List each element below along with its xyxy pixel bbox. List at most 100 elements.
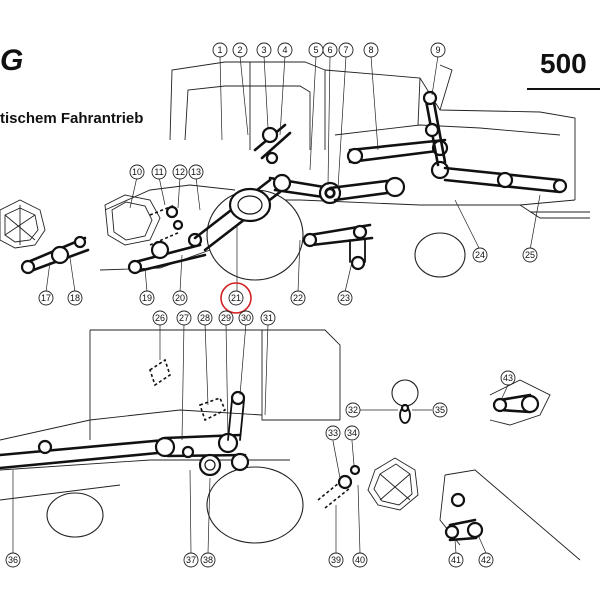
callout-35: 35 xyxy=(432,402,448,418)
callout-number: 30 xyxy=(241,313,251,323)
callout-bubble xyxy=(290,290,306,306)
callout-bubble xyxy=(200,552,216,568)
callout-number: 37 xyxy=(186,555,196,565)
callout-bubble xyxy=(172,290,188,306)
callout-bubble xyxy=(152,310,168,326)
callout-1: 1 xyxy=(212,42,228,58)
detail-43 xyxy=(489,379,551,426)
bottom-wheels xyxy=(46,466,304,544)
callout-number: 23 xyxy=(340,293,350,303)
callout-number: 22 xyxy=(293,293,303,303)
callout-21: 21 xyxy=(228,290,244,306)
page-caption: tischem Fahrantrieb xyxy=(0,110,144,127)
top-leaders xyxy=(45,55,541,293)
callout-4: 4 xyxy=(277,42,293,58)
callout-number: 9 xyxy=(435,45,440,55)
callout-7: 7 xyxy=(338,42,354,58)
detail-reel-39-40 xyxy=(317,440,419,554)
callout-19: 19 xyxy=(139,290,155,306)
callout-26: 26 xyxy=(152,310,168,326)
callout-39: 39 xyxy=(328,552,344,568)
callout-bubble xyxy=(432,402,448,418)
highlight-circle xyxy=(220,282,252,314)
callout-number: 40 xyxy=(355,555,365,565)
callout-12: 12 xyxy=(172,164,188,180)
callout-bubble xyxy=(139,290,155,306)
callout-bubble xyxy=(328,552,344,568)
callout-bubble xyxy=(337,290,353,306)
callout-bubble xyxy=(338,42,354,58)
callout-number: 21 xyxy=(231,293,241,303)
callout-bubble xyxy=(5,552,21,568)
callout-bubble xyxy=(129,164,145,180)
callout-number: 11 xyxy=(154,167,163,177)
callout-13: 13 xyxy=(188,164,204,180)
callout-number: 5 xyxy=(313,45,318,55)
brand-mark: G xyxy=(0,44,24,77)
callout-number: 38 xyxy=(203,555,213,565)
callout-bubble xyxy=(151,164,167,180)
callout-number: 25 xyxy=(525,250,535,260)
callout-bubble xyxy=(197,310,213,326)
callout-20: 20 xyxy=(172,290,188,306)
callout-number: 28 xyxy=(200,313,210,323)
callout-bubble xyxy=(256,42,272,58)
callout-bubble xyxy=(430,42,446,58)
callout-28: 28 xyxy=(197,310,213,326)
callout-bubble xyxy=(478,552,494,568)
callout-5: 5 xyxy=(308,42,324,58)
callout-41: 41 xyxy=(448,552,464,568)
callout-number: 2 xyxy=(237,45,242,55)
top-belts xyxy=(20,90,568,275)
callout-number: 31 xyxy=(263,313,273,323)
callout-bubble xyxy=(228,290,244,306)
callout-number: 20 xyxy=(175,293,185,303)
callout-18: 18 xyxy=(67,290,83,306)
callout-bubble xyxy=(325,425,341,441)
callout-9: 9 xyxy=(430,42,446,58)
callout-number: 10 xyxy=(132,167,142,177)
callout-42: 42 xyxy=(478,552,494,568)
top-combine-outline xyxy=(99,61,590,271)
callout-number: 4 xyxy=(282,45,287,55)
callout-34: 34 xyxy=(344,425,360,441)
callout-number: 34 xyxy=(347,428,357,438)
callout-number: 33 xyxy=(328,428,338,438)
callout-29: 29 xyxy=(218,310,234,326)
callout-number: 17 xyxy=(41,293,51,303)
callout-bubble xyxy=(322,42,338,58)
detail-41-42 xyxy=(439,469,581,561)
callout-number: 39 xyxy=(331,555,341,565)
callout-17: 17 xyxy=(38,290,54,306)
callout-bubble xyxy=(172,164,188,180)
callout-32: 32 xyxy=(345,402,361,418)
callout-33: 33 xyxy=(325,425,341,441)
callout-bubble xyxy=(212,42,228,58)
callout-number: 26 xyxy=(155,313,165,323)
callout-number: 13 xyxy=(191,167,201,177)
callout-number: 43 xyxy=(503,373,513,383)
callout-25: 25 xyxy=(522,247,538,263)
callout-23: 23 xyxy=(337,290,353,306)
callout-37: 37 xyxy=(183,552,199,568)
callout-number: 41 xyxy=(451,555,461,565)
model-number: 500 xyxy=(540,48,587,79)
callout-number: 27 xyxy=(179,313,189,323)
callout-40: 40 xyxy=(352,552,368,568)
callout-bubble xyxy=(500,370,516,386)
callout-number: 42 xyxy=(481,555,491,565)
callout-3: 3 xyxy=(256,42,272,58)
bottom-combine-outline xyxy=(0,329,341,501)
callout-number: 8 xyxy=(368,45,373,55)
callout-27: 27 xyxy=(176,310,192,326)
callout-2: 2 xyxy=(232,42,248,58)
callout-number: 12 xyxy=(175,167,185,177)
callout-bubble xyxy=(363,42,379,58)
callout-24: 24 xyxy=(472,247,488,263)
callout-number: 35 xyxy=(435,405,445,415)
model-underline xyxy=(527,88,600,90)
callout-bubble xyxy=(38,290,54,306)
callout-bubble xyxy=(67,290,83,306)
callout-38: 38 xyxy=(200,552,216,568)
